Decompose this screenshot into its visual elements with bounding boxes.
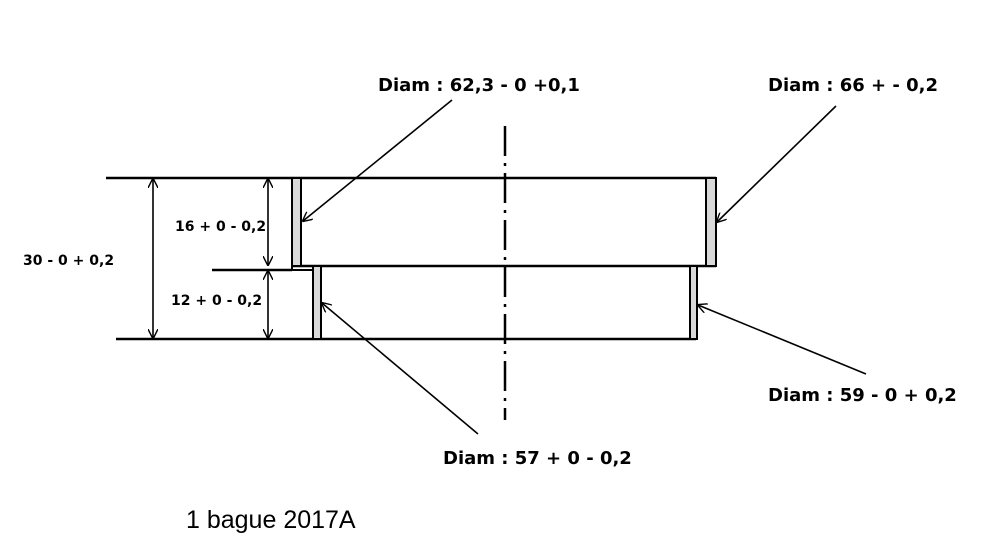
left-wall-upper xyxy=(291,177,302,267)
leader-diam-57 xyxy=(322,303,479,435)
left-wall-lower xyxy=(312,265,322,340)
right-wall-upper xyxy=(705,177,717,267)
leader-diam-59 xyxy=(698,305,867,375)
label-height-total: 30 - 0 + 0,2 xyxy=(23,253,114,269)
label-diam-62: Diam : 62,3 - 0 +0,1 xyxy=(378,75,580,96)
label-diam-57: Diam : 57 + 0 - 0,2 xyxy=(443,448,632,469)
label-height-upper: 16 + 0 - 0,2 xyxy=(175,219,266,235)
right-wall-lower xyxy=(689,265,698,340)
leader-diam-62 xyxy=(303,99,453,221)
leader-diam-66 xyxy=(717,105,837,222)
left-step-connector xyxy=(291,266,313,271)
label-diam-66: Diam : 66 + - 0,2 xyxy=(768,75,938,96)
ring-outline xyxy=(106,176,716,341)
label-diam-59: Diam : 59 - 0 + 0,2 xyxy=(768,385,957,406)
label-height-lower: 12 + 0 - 0,2 xyxy=(171,293,262,309)
caption: 1 bague 2017A xyxy=(186,506,356,534)
